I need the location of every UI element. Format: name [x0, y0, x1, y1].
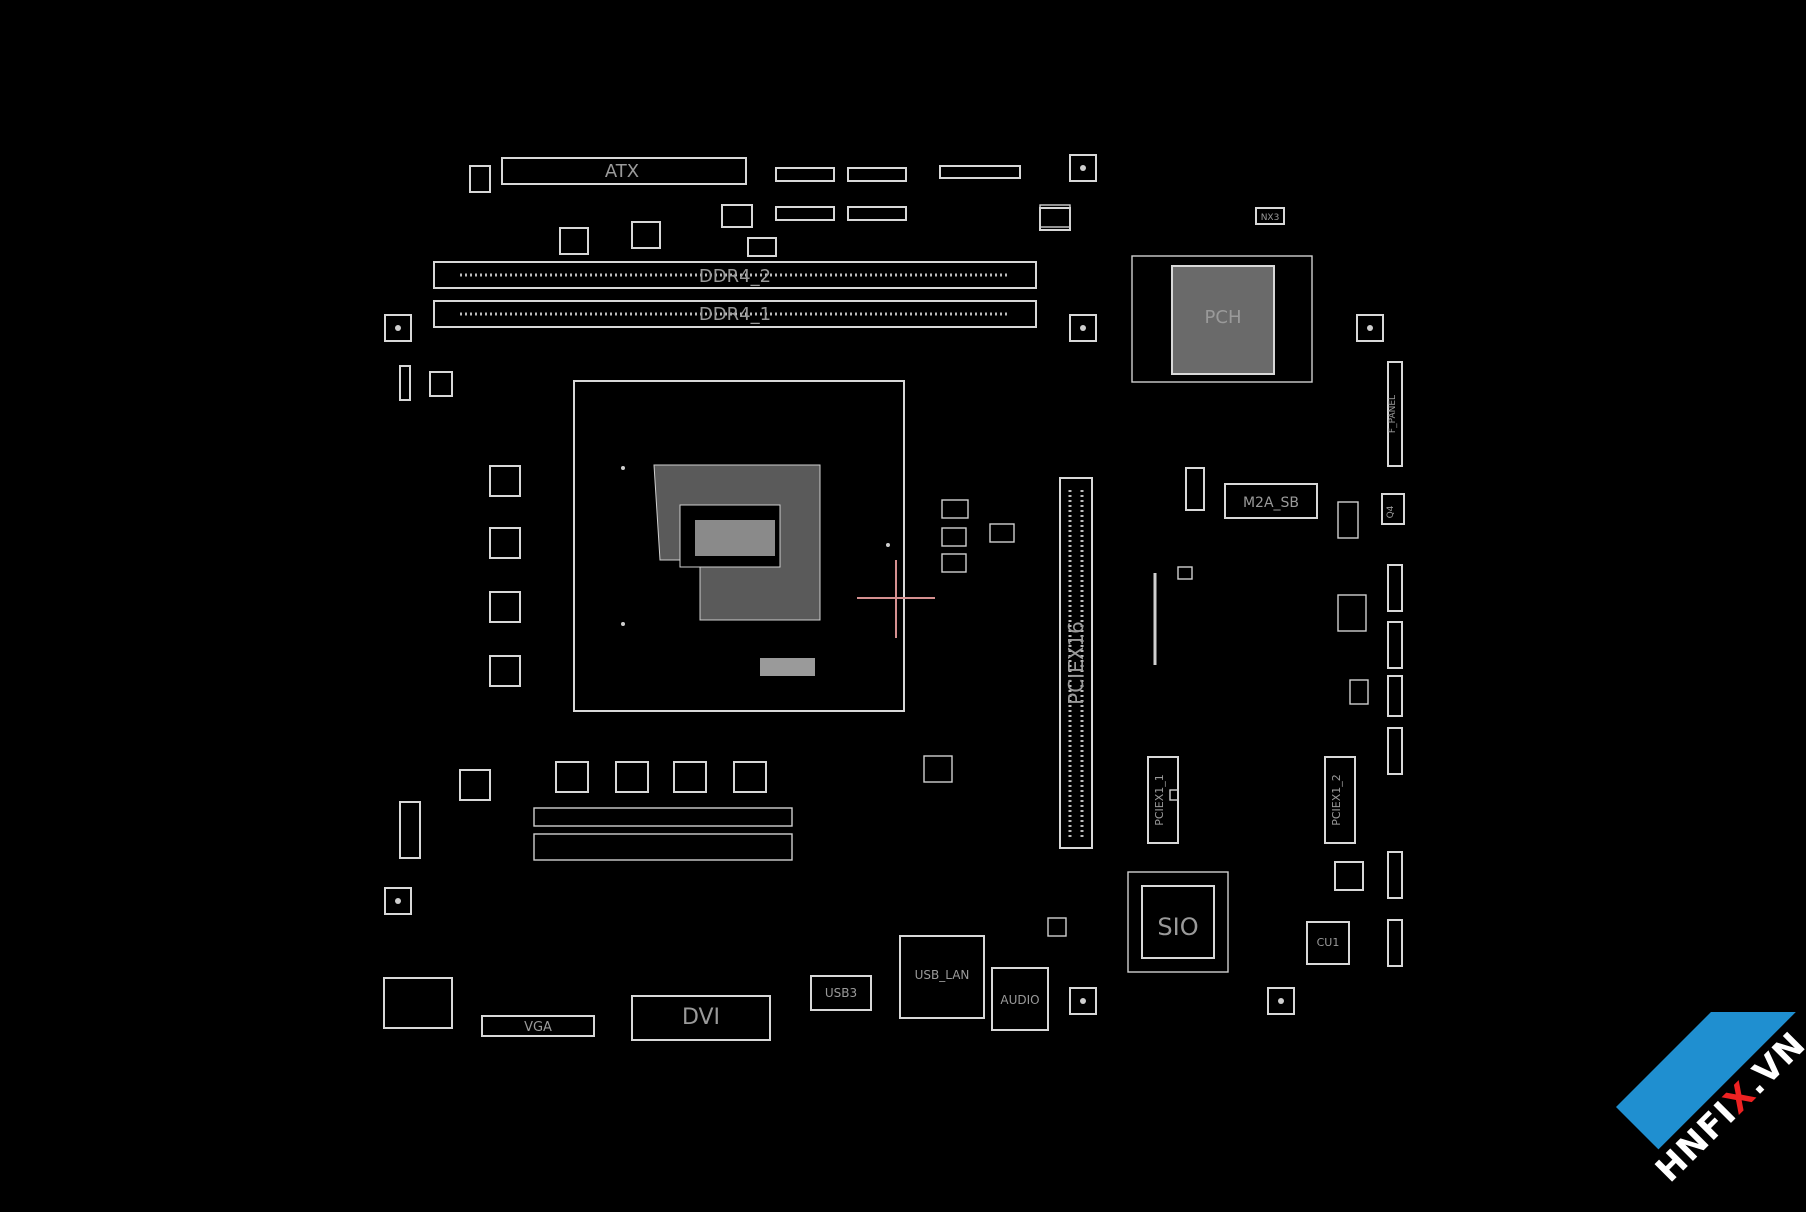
usb3-label: USB3 [825, 986, 857, 1000]
ddr4-2-label: DDR4_2 [699, 266, 771, 287]
pciex1-1-label: PCIEX1_1 [1153, 774, 1166, 826]
sio-chip[interactable]: SIO [1127, 871, 1229, 973]
hnfix-watermark-badge: HNFIX.VN [1596, 1012, 1806, 1212]
usb3-connector[interactable]: USB3 [810, 975, 872, 1011]
cpu-socket[interactable] [573, 380, 905, 712]
ddr4-slot-2[interactable]: DDR4_2 [433, 261, 1037, 289]
vga-label: VGA [524, 1020, 552, 1035]
atx-label: ATX [605, 161, 639, 182]
crosshair [857, 560, 935, 638]
m2a-sb-slot[interactable]: M2A_SB [1185, 467, 1318, 519]
m2a-sb-label: M2A_SB [1243, 495, 1299, 511]
sio-label: SIO [1157, 913, 1198, 941]
cu1-label: CU1 [1317, 936, 1340, 949]
pciex16-slot[interactable]: PCIEX16 [1059, 477, 1093, 849]
mounting-holes [384, 154, 1384, 1015]
ddr4-1-label: DDR4_1 [699, 304, 771, 325]
pch-label: PCH [1205, 307, 1242, 328]
nx3-label: NX3 [1261, 213, 1280, 223]
pch-chip[interactable]: PCH [1131, 255, 1313, 383]
pciex16-label: PCIEX16 [1064, 621, 1088, 705]
pciex1-2-label: PCIEX1_2 [1330, 774, 1343, 826]
atx-connector[interactable]: ATX [501, 157, 747, 185]
cu1-chip[interactable]: CU1 [1306, 861, 1364, 965]
usb-lan-label: USB_LAN [915, 968, 970, 982]
dvi-label: DVI [682, 1005, 720, 1030]
pciex1-2-slot[interactable]: PCIEX1_2 [1324, 756, 1356, 844]
f-panel-header[interactable]: F_PANEL Q4 NX3 [1255, 207, 1405, 967]
ddr4-slot-1[interactable]: DDR4_1 [433, 300, 1037, 328]
vrm-chokes [399, 365, 793, 861]
passive-components [923, 204, 1369, 937]
vga-connector[interactable]: VGA [481, 1015, 595, 1037]
top-headers [469, 165, 1071, 257]
usb-lan-connector[interactable]: USB_LAN [899, 935, 985, 1019]
audio-connector[interactable]: AUDIO [991, 967, 1049, 1031]
q4-label: Q4 [1386, 505, 1396, 518]
hdmi-connector[interactable] [383, 977, 453, 1029]
f-panel-label: F_PANEL [1388, 395, 1398, 433]
dvi-connector[interactable]: DVI [631, 995, 771, 1041]
audio-label: AUDIO [1000, 993, 1039, 1007]
